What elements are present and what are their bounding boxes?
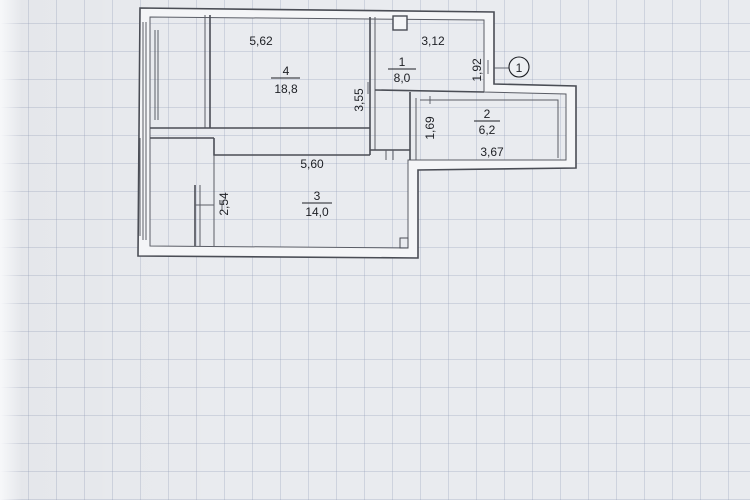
- room3-area: 14,0: [305, 205, 329, 219]
- room3-number: 3: [314, 189, 321, 203]
- ventilation-shaft: [392, 15, 408, 31]
- room2-height-dim: 1,69: [423, 116, 437, 140]
- room1-height-dim: 1,92: [470, 58, 484, 82]
- room-1: 3,12 1 8,0 1,92: [388, 34, 484, 85]
- room1-width-dim: 3,12: [421, 34, 445, 48]
- room1-number: 1: [399, 55, 406, 69]
- entrance-marker: 1: [508, 56, 530, 78]
- pillar: [399, 237, 409, 249]
- room3-height-dim: 2,54: [217, 192, 231, 216]
- room-3: 5,60 3 14,0 2,54: [217, 157, 332, 219]
- room4-height-dim: 3,55: [352, 88, 366, 112]
- entrance-marker-label: 1: [516, 61, 523, 75]
- balcony-glazing: [139, 22, 159, 240]
- dimension-lines: [221, 60, 510, 210]
- room4-area: 18,8: [274, 82, 298, 96]
- room2-number: 2: [484, 107, 491, 121]
- room2-width-dim: 3,67: [480, 145, 504, 159]
- room4-width-dim: 5,62: [249, 34, 273, 48]
- room-2: 2 6,2 1,69 3,67: [423, 107, 504, 159]
- paper-edge: [0, 0, 22, 500]
- room1-area: 8,0: [394, 71, 411, 85]
- room-4: 5,62 4 18,8 3,55: [249, 34, 366, 112]
- room4-number: 4: [283, 64, 290, 78]
- outer-walls: [137, 7, 577, 259]
- room3-width-dim: 5,60: [300, 157, 324, 171]
- interior-walls: [150, 15, 559, 246]
- room2-area: 6,2: [479, 123, 496, 137]
